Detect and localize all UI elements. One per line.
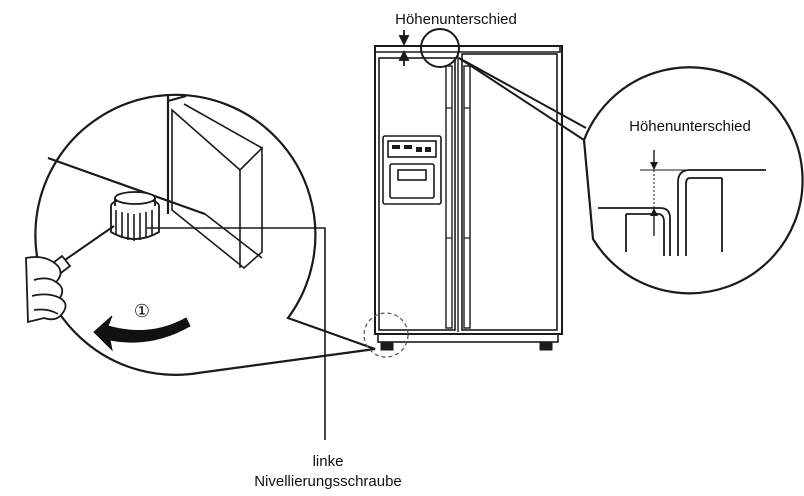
top-height-difference-label: Höhenunterschied [395, 11, 517, 28]
left-magnifier-outline [34, 93, 376, 376]
leveling-screw-label-line1: linke [313, 453, 344, 470]
leveling-screw [110, 191, 160, 241]
fridge-door [461, 53, 558, 331]
foot-highlight-circle [363, 312, 409, 358]
screw-knurling [115, 210, 153, 241]
freezer-door [378, 57, 456, 331]
cabinet-box [171, 108, 263, 270]
leveling-screw-label-line2: Nivellierungsschraube [254, 473, 402, 490]
right-foot [539, 341, 553, 351]
right-magnifier [458, 57, 804, 295]
step-number-label: ① [134, 301, 150, 321]
fridge-handle [463, 65, 471, 329]
top-height-marker [398, 30, 410, 66]
cabinet-box-top [183, 103, 263, 149]
floor-edge [204, 213, 263, 259]
right-height-difference-label: Höhenunterschied [629, 118, 751, 135]
right-magnifier-outline [582, 66, 804, 295]
refrigerator [374, 45, 563, 351]
cabinet-top-tick [167, 94, 187, 103]
fridge-base [377, 333, 559, 343]
water-dispenser [382, 135, 442, 205]
freezer-handle [445, 65, 453, 329]
hand-icon [25, 256, 67, 324]
leveling-screw-leader [147, 227, 326, 440]
cabinet-bottom-edge [47, 156, 206, 216]
fridge-body [374, 45, 563, 335]
door-height-detail [598, 150, 766, 256]
rotation-arrow-icon [93, 315, 191, 352]
top-highlight-circle [420, 28, 460, 68]
left-magnifier [34, 93, 376, 376]
left-foot [380, 341, 394, 351]
